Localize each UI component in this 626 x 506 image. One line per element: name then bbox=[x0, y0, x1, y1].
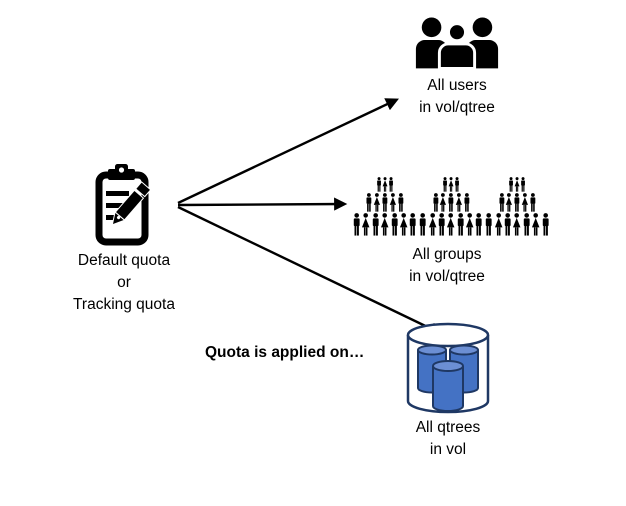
users-label-line2: in vol/qtree bbox=[419, 99, 495, 116]
person-woman-icon bbox=[447, 213, 455, 236]
caption: Quota is applied on… bbox=[205, 344, 365, 361]
crowd-row bbox=[376, 177, 394, 192]
volume-cylinder-icon bbox=[406, 322, 490, 414]
clipboard-pencil-icon bbox=[95, 164, 152, 246]
person-man-icon bbox=[514, 193, 520, 212]
crowd-cluster bbox=[418, 176, 484, 236]
groups-label: All groups in vol/qtree bbox=[377, 244, 517, 288]
person-man-icon bbox=[448, 193, 454, 212]
source-label-line3: Tracking quota bbox=[73, 296, 175, 313]
person-woman-icon bbox=[532, 213, 540, 236]
crowd-row bbox=[432, 193, 471, 212]
person-man-icon bbox=[476, 213, 483, 236]
person-man-icon bbox=[486, 213, 492, 236]
person-man-icon bbox=[432, 193, 438, 212]
crowd-cluster bbox=[352, 176, 418, 236]
person-woman-icon bbox=[440, 193, 447, 212]
users-group-icon bbox=[415, 17, 499, 69]
person-man-icon bbox=[382, 193, 388, 212]
person-woman-icon bbox=[494, 213, 503, 236]
crowd-row bbox=[498, 193, 537, 212]
source-label-line1: Default quota bbox=[77, 252, 171, 269]
crowd-icon bbox=[352, 172, 550, 236]
person-man-icon bbox=[530, 193, 536, 212]
person-man-icon bbox=[542, 213, 549, 236]
person-woman-icon bbox=[513, 213, 521, 236]
person-man-icon bbox=[455, 177, 459, 192]
source-label: Default quota or Tracking quota bbox=[34, 250, 214, 316]
qtrees-label-line2: in vol bbox=[429, 441, 467, 458]
person-man-icon bbox=[464, 193, 470, 212]
crowd-row bbox=[352, 213, 418, 236]
groups-label-line1: All groups bbox=[412, 246, 482, 263]
pencil-icon bbox=[111, 181, 152, 226]
person-man-icon bbox=[391, 213, 398, 236]
users-label-line1: All users bbox=[427, 77, 487, 94]
person-woman-icon bbox=[362, 213, 370, 236]
crowd-cluster bbox=[484, 176, 550, 236]
person-woman-icon bbox=[506, 193, 513, 212]
crowd-row bbox=[365, 193, 404, 212]
person-man-icon bbox=[499, 193, 504, 212]
inner-qtree-cylinders bbox=[417, 344, 479, 412]
person-man-icon bbox=[521, 177, 526, 192]
person-man-icon bbox=[410, 213, 416, 236]
person-woman-icon bbox=[521, 193, 529, 212]
person-man-icon bbox=[398, 193, 403, 212]
person-woman-icon bbox=[428, 213, 436, 236]
crowd-row bbox=[442, 177, 460, 192]
qtrees-label: All qtrees in vol bbox=[378, 417, 518, 461]
person-woman-icon bbox=[466, 213, 474, 236]
source-label-line2: or bbox=[117, 274, 131, 291]
person-man-icon bbox=[419, 213, 426, 236]
person-man-icon bbox=[523, 213, 530, 236]
arrow-to-qtrees bbox=[177, 205, 443, 335]
crowd-row bbox=[484, 213, 550, 236]
arrow-to-groups bbox=[177, 197, 348, 211]
users-label: All users in vol/qtree bbox=[387, 75, 527, 119]
person-woman-icon bbox=[389, 193, 396, 212]
person-woman-icon bbox=[381, 213, 389, 236]
person-woman-icon bbox=[373, 193, 381, 212]
person-woman-icon bbox=[399, 213, 408, 236]
person-man-icon bbox=[438, 213, 445, 236]
person-man-icon bbox=[457, 213, 464, 236]
person-man-icon bbox=[353, 213, 360, 236]
person-man-icon bbox=[372, 213, 379, 236]
crowd-row bbox=[418, 213, 484, 236]
person-man-icon bbox=[389, 177, 393, 192]
person-man-icon bbox=[504, 213, 511, 236]
arrow-to-users bbox=[177, 98, 399, 205]
groups-label-line2: in vol/qtree bbox=[409, 268, 485, 285]
person-man-icon bbox=[366, 193, 372, 212]
qtrees-label-line1: All qtrees bbox=[415, 419, 481, 436]
person-woman-icon bbox=[455, 193, 462, 212]
crowd-row bbox=[508, 177, 526, 192]
